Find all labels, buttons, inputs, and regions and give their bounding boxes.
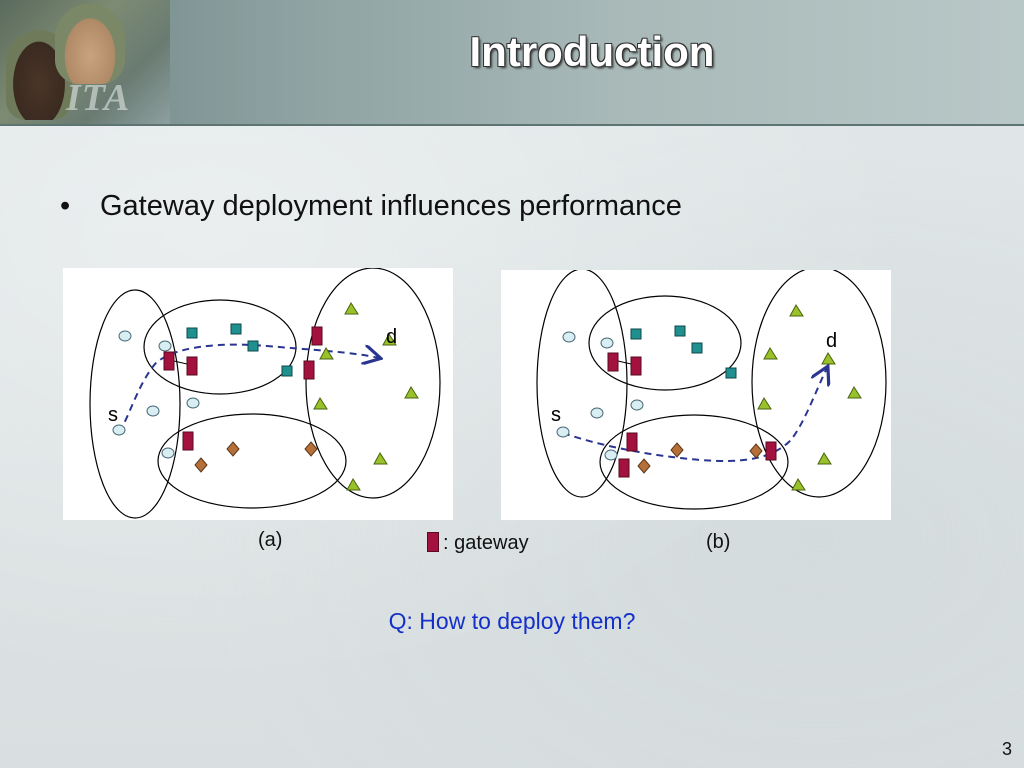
- network-diagram-b: s d: [536, 270, 887, 510]
- cluster-region: [751, 270, 887, 498]
- circle-nodes: [112, 330, 200, 459]
- circle-node: [562, 331, 576, 343]
- circle-node: [600, 337, 614, 349]
- soldier-figure: [55, 4, 125, 84]
- cluster-region: [157, 413, 347, 509]
- route-path: [118, 343, 379, 433]
- square-nodes: [186, 323, 293, 377]
- circle-node: [118, 330, 132, 342]
- network-diagram-a: s d: [89, 268, 441, 519]
- gateway-node: [311, 326, 323, 346]
- circle-node: [186, 397, 200, 409]
- triangle-node: [319, 347, 334, 360]
- square-node: [725, 367, 737, 379]
- circle-node: [556, 426, 570, 438]
- triangle-node: [313, 397, 328, 410]
- diamond-node: [749, 443, 763, 459]
- square-nodes: [630, 325, 737, 379]
- bullet-point: • Gateway deployment influences performan…: [60, 190, 682, 223]
- circle-node: [604, 449, 618, 461]
- bullet-text: Gateway deployment influences performanc…: [100, 190, 682, 222]
- triangle-node: [757, 397, 772, 410]
- square-node: [691, 342, 703, 354]
- cluster-region: [536, 270, 628, 498]
- page-number: 3: [1001, 739, 1012, 759]
- diamond-nodes: [637, 442, 763, 474]
- triangle-node: [791, 478, 806, 491]
- triangle-node: [382, 333, 397, 346]
- circle-node: [161, 447, 175, 459]
- source-label: s: [108, 404, 118, 426]
- slide-title: Introduction: [469, 28, 715, 75]
- diamond-node: [637, 458, 651, 474]
- triangle-node: [404, 386, 419, 399]
- legend: : gateway: [427, 532, 529, 555]
- bullet-dot: •: [60, 190, 71, 222]
- gateway-node: [630, 356, 642, 376]
- gateway-node: [618, 458, 630, 478]
- circle-nodes: [556, 331, 644, 461]
- square-node: [630, 328, 642, 340]
- gateway-nodes: [163, 326, 323, 451]
- diamond-node: [226, 441, 240, 457]
- ita-logo: ITA: [66, 77, 131, 119]
- triangle-node: [344, 302, 359, 315]
- source-label: s: [551, 404, 561, 426]
- gateway-node: [303, 360, 315, 380]
- square-node: [247, 340, 259, 352]
- circle-node: [146, 405, 160, 417]
- triangle-node: [789, 304, 804, 317]
- diamond-node: [304, 441, 318, 457]
- cluster-region: [143, 299, 297, 395]
- cluster-region: [599, 414, 789, 510]
- square-node: [230, 323, 242, 335]
- destination-label: d: [386, 326, 397, 348]
- triangle-nodes: [313, 302, 419, 491]
- circle-node: [630, 399, 644, 411]
- route-path: [562, 368, 827, 462]
- gateway-link: [173, 360, 188, 365]
- gateway-node: [607, 352, 619, 372]
- gateway-nodes: [607, 352, 777, 478]
- legend-label: : gateway: [443, 532, 529, 554]
- triangle-node: [817, 452, 832, 465]
- circle-node: [590, 407, 604, 419]
- triangle-node: [821, 352, 836, 365]
- cluster-region: [89, 289, 181, 519]
- triangle-nodes: [757, 304, 862, 491]
- slide-header: ITA Introduction: [0, 0, 1024, 126]
- gateway-node: [163, 351, 175, 371]
- triangle-node: [346, 478, 361, 491]
- caption-b: (b): [706, 531, 731, 553]
- diamond-node: [194, 457, 208, 473]
- caption-a: (a): [258, 529, 283, 551]
- triangle-node: [847, 386, 862, 399]
- square-node: [281, 365, 293, 377]
- square-node: [186, 327, 198, 339]
- diagram-panel-a: s d: [63, 268, 453, 520]
- cluster-region: [588, 295, 742, 391]
- destination-label: d: [826, 330, 837, 352]
- diamond-node: [670, 442, 684, 458]
- circle-node: [112, 424, 126, 436]
- gateway-legend-swatch: [427, 532, 439, 552]
- diagram-panel-b: s d: [501, 270, 891, 520]
- question-text: Q: How to deploy them?: [388, 608, 636, 634]
- gateway-node: [182, 431, 194, 451]
- square-node: [674, 325, 686, 337]
- gateway-node: [765, 441, 777, 461]
- gateway-node: [626, 432, 638, 452]
- gateway-link: [617, 360, 632, 365]
- triangle-node: [373, 452, 388, 465]
- soldiers-photo: ITA: [0, 0, 170, 124]
- circle-node: [158, 340, 172, 352]
- gateway-node: [186, 356, 198, 376]
- cluster-region: [305, 268, 441, 499]
- diamond-nodes: [194, 441, 318, 473]
- triangle-node: [763, 347, 778, 360]
